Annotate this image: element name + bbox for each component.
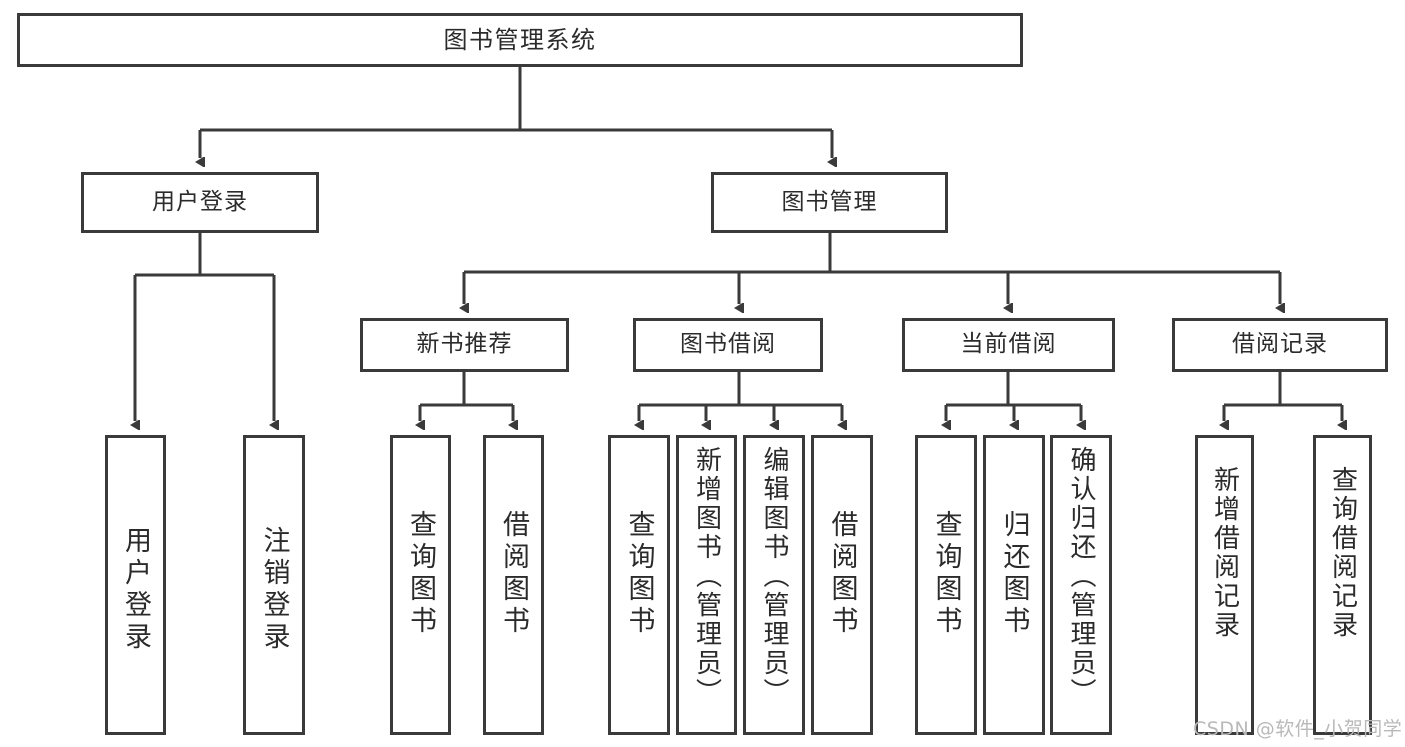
node-root-label: 图书管理系统 xyxy=(443,25,597,54)
node-new-book-rec-label: 新书推荐 xyxy=(416,331,513,358)
node-leaf-query-book-c-label: 查询图书 xyxy=(930,510,962,638)
node-current-borrow[interactable]: 当前借阅 xyxy=(902,318,1115,372)
node-borrow-record-label: 借阅记录 xyxy=(1232,331,1328,358)
node-leaf-borrow-book-b-label: 借阅图书 xyxy=(826,510,858,638)
node-leaf-add-borrow-rec[interactable]: 新增借阅记录 xyxy=(1195,435,1254,735)
node-leaf-add-borrow-rec-label: 新增借阅记录 xyxy=(1209,466,1240,640)
node-leaf-query-book-b-label: 查询图书 xyxy=(623,510,655,638)
node-book-manage[interactable]: 图书管理 xyxy=(711,172,948,233)
node-leaf-query-borrow-rec-label: 查询借阅记录 xyxy=(1327,466,1358,640)
node-book-manage-label: 图书管理 xyxy=(781,188,878,215)
node-leaf-query-borrow-rec[interactable]: 查询借阅记录 xyxy=(1313,435,1372,735)
node-leaf-confirm-return-label: 确认归还（管理员） xyxy=(1066,446,1096,707)
node-book-borrow[interactable]: 图书借阅 xyxy=(633,318,823,372)
node-leaf-user-logout[interactable]: 注销登录 xyxy=(243,435,305,735)
node-leaf-edit-book-admin-label: 编辑图书（管理员） xyxy=(759,446,789,707)
node-user-login-label: 用户登录 xyxy=(152,188,248,215)
node-leaf-query-book-c[interactable]: 查询图书 xyxy=(915,435,977,735)
node-leaf-borrow-book-a-label: 借阅图书 xyxy=(498,510,529,638)
node-leaf-user-login-label: 用户登录 xyxy=(120,526,151,654)
node-user-login[interactable]: 用户登录 xyxy=(81,172,319,233)
node-book-borrow-label: 图书借阅 xyxy=(680,331,776,358)
node-leaf-query-book-a-label: 查询图书 xyxy=(405,510,436,638)
node-leaf-return-book-label: 归还图书 xyxy=(998,510,1030,638)
node-leaf-borrow-book-a[interactable]: 借阅图书 xyxy=(483,435,544,735)
node-leaf-add-book-admin[interactable]: 新增图书（管理员） xyxy=(676,435,737,735)
node-root[interactable]: 图书管理系统 xyxy=(17,13,1023,67)
node-new-book-rec[interactable]: 新书推荐 xyxy=(360,318,569,372)
csdn-watermark: CSDN @软件_小贺同学 xyxy=(1193,718,1403,740)
node-leaf-confirm-return[interactable]: 确认归还（管理员） xyxy=(1050,435,1112,735)
node-leaf-return-book[interactable]: 归还图书 xyxy=(983,435,1045,735)
node-borrow-record[interactable]: 借阅记录 xyxy=(1172,318,1388,372)
node-leaf-query-book-b[interactable]: 查询图书 xyxy=(608,435,670,735)
node-leaf-add-book-admin-label: 新增图书（管理员） xyxy=(691,446,722,707)
node-current-borrow-label: 当前借阅 xyxy=(960,331,1057,358)
node-leaf-borrow-book-b[interactable]: 借阅图书 xyxy=(811,435,873,735)
node-leaf-query-book-a[interactable]: 查询图书 xyxy=(390,435,451,735)
node-leaf-user-login[interactable]: 用户登录 xyxy=(105,435,166,735)
node-leaf-user-logout-label: 注销登录 xyxy=(258,526,290,654)
node-leaf-edit-book-admin[interactable]: 编辑图书（管理员） xyxy=(743,435,805,735)
